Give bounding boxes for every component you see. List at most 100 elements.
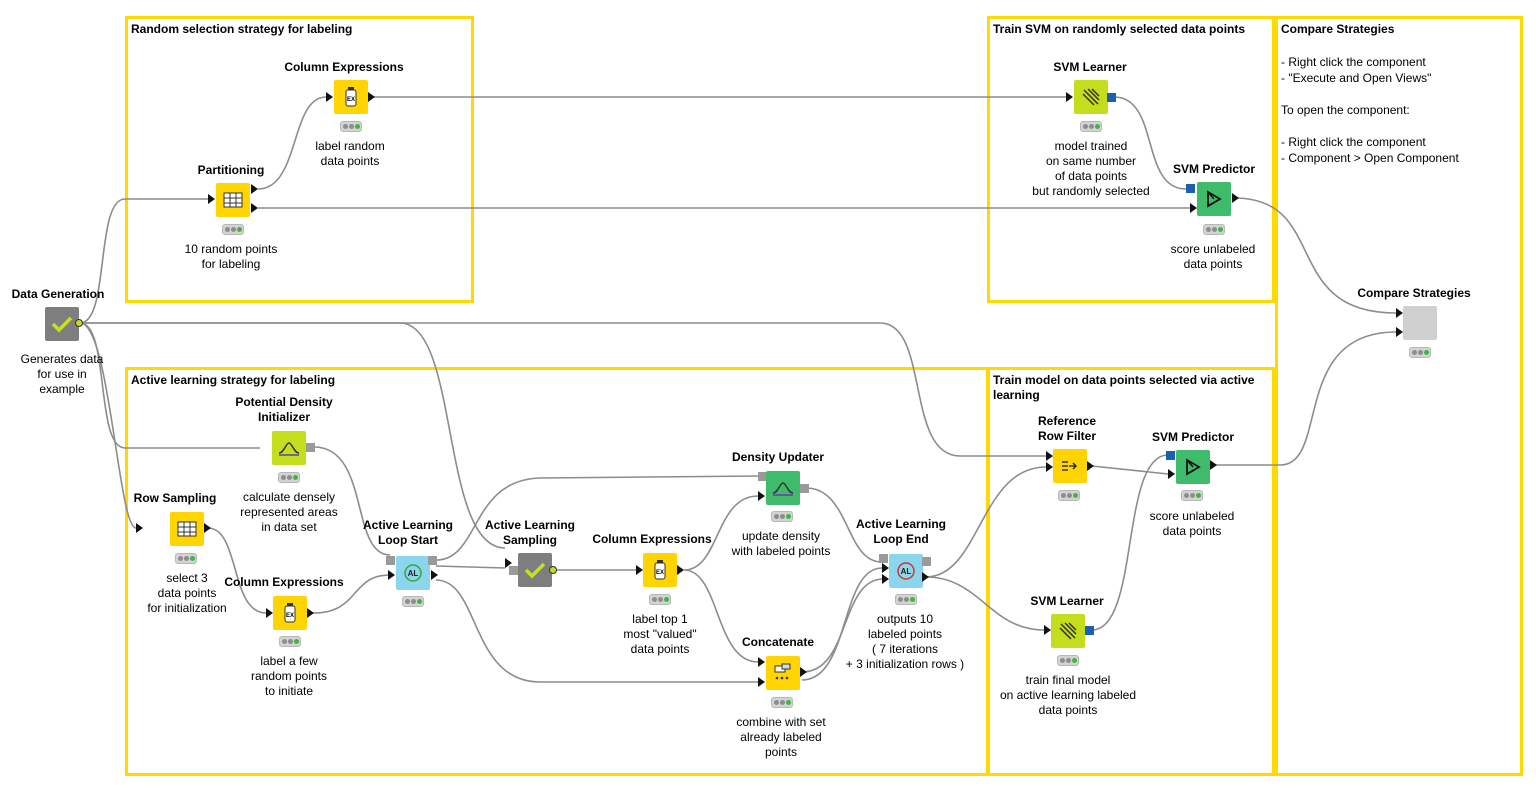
node-description: label a few random points to initiate bbox=[250, 654, 328, 698]
input-port[interactable] bbox=[1046, 451, 1053, 461]
predictor-arrow-icon bbox=[1197, 182, 1231, 216]
grid-table-icon bbox=[216, 183, 250, 217]
input-port[interactable] bbox=[326, 92, 333, 102]
connection bbox=[435, 475, 761, 561]
compare-strategies-component[interactable] bbox=[1403, 306, 1437, 340]
connection bbox=[805, 487, 883, 563]
status-indicator bbox=[1203, 224, 1225, 235]
status-indicator bbox=[222, 224, 244, 235]
model-input-port[interactable] bbox=[1186, 184, 1195, 193]
connection bbox=[1091, 465, 1169, 475]
input-port[interactable] bbox=[386, 556, 395, 565]
svm-learner-bottom-node[interactable] bbox=[1051, 614, 1085, 648]
status-indicator bbox=[340, 121, 362, 132]
reference-row-filter-node[interactable] bbox=[1053, 449, 1087, 483]
output-port[interactable] bbox=[307, 608, 314, 618]
svg-text:EX: EX bbox=[656, 570, 664, 576]
input-port[interactable] bbox=[509, 566, 518, 575]
input-port[interactable] bbox=[1046, 462, 1053, 472]
column-expressions-node[interactable]: EX bbox=[334, 80, 368, 114]
annotation-train-active[interactable]: Train model on data points selected via … bbox=[987, 367, 1275, 776]
output-port[interactable] bbox=[306, 443, 315, 452]
column-expressions-mid-node[interactable]: EX bbox=[643, 553, 677, 587]
output-port[interactable] bbox=[1087, 461, 1094, 471]
annotation-title: Train model on data points selected via … bbox=[993, 373, 1255, 402]
node-title: Column Expressions bbox=[592, 532, 712, 546]
output-port[interactable] bbox=[800, 484, 809, 493]
model-output-port[interactable] bbox=[1107, 93, 1116, 102]
potential-density-initializer-node[interactable] bbox=[272, 431, 306, 465]
status-indicator bbox=[649, 594, 671, 605]
input-port[interactable] bbox=[388, 570, 395, 580]
svm-predictor-bottom-node[interactable] bbox=[1176, 450, 1210, 484]
output-port[interactable] bbox=[75, 319, 83, 327]
input-port[interactable] bbox=[758, 491, 765, 501]
input-port[interactable] bbox=[879, 554, 888, 563]
svg-text:AL: AL bbox=[901, 567, 912, 576]
connection bbox=[80, 322, 506, 549]
input-port[interactable] bbox=[758, 657, 765, 667]
node-description: outputs 10 labeled points ( 7 iterations… bbox=[845, 612, 965, 671]
input-port[interactable] bbox=[1396, 308, 1403, 318]
row-sampling-node[interactable] bbox=[170, 512, 204, 546]
node-title: Row Sampling bbox=[133, 491, 217, 505]
output-port[interactable] bbox=[204, 523, 211, 533]
status-indicator bbox=[771, 511, 793, 522]
input-port[interactable] bbox=[266, 608, 273, 618]
node-title: Active Learning Sampling bbox=[484, 518, 576, 547]
output-port[interactable] bbox=[922, 572, 929, 582]
annotation-compare[interactable]: Compare Strategies - Right click the com… bbox=[1275, 16, 1523, 776]
connection bbox=[207, 527, 267, 614]
annotation-train-svm-random[interactable]: Train SVM on randomly selected data poin… bbox=[987, 16, 1275, 303]
input-port[interactable] bbox=[208, 194, 215, 204]
connection bbox=[1113, 96, 1187, 190]
active-learning-loop-start-node[interactable]: AL bbox=[396, 556, 430, 590]
concatenate-node[interactable] bbox=[766, 656, 800, 690]
model-input-port[interactable] bbox=[1166, 451, 1175, 460]
input-port[interactable] bbox=[1190, 203, 1197, 213]
active-learning-loop-end-node[interactable]: AL bbox=[889, 554, 923, 588]
output-port[interactable] bbox=[549, 566, 557, 574]
status-indicator bbox=[175, 553, 197, 564]
output-port[interactable] bbox=[368, 92, 375, 102]
svm-learner-node[interactable] bbox=[1074, 80, 1108, 114]
input-port[interactable] bbox=[758, 677, 765, 687]
input-port[interactable] bbox=[1066, 92, 1073, 102]
column-expressions-init-node[interactable]: EX bbox=[273, 596, 307, 630]
input-port[interactable] bbox=[882, 574, 889, 584]
model-output-port[interactable] bbox=[1085, 626, 1094, 635]
input-port[interactable] bbox=[636, 565, 643, 575]
node-title: Compare Strategies bbox=[1357, 286, 1471, 300]
output-port[interactable] bbox=[1210, 460, 1217, 470]
output-port[interactable] bbox=[428, 556, 437, 565]
status-indicator bbox=[1409, 347, 1431, 358]
output-port[interactable] bbox=[922, 557, 931, 566]
node-title: SVM Predictor bbox=[1172, 162, 1256, 176]
input-port[interactable] bbox=[758, 472, 767, 481]
node-description: label top 1 most "valued" data points bbox=[623, 612, 697, 656]
input-port[interactable] bbox=[1396, 327, 1403, 337]
output-port[interactable] bbox=[800, 667, 807, 677]
input-port[interactable] bbox=[882, 563, 889, 573]
active-learning-sampling-component[interactable] bbox=[518, 553, 552, 587]
output-port[interactable] bbox=[431, 570, 438, 580]
output-port[interactable] bbox=[251, 203, 258, 213]
checkmark-icon bbox=[45, 307, 79, 341]
input-port[interactable] bbox=[505, 558, 512, 568]
predictor-arrow-icon bbox=[1176, 450, 1210, 484]
density-updater-node[interactable] bbox=[766, 471, 800, 505]
data-generation-node[interactable] bbox=[45, 307, 79, 341]
input-port[interactable] bbox=[136, 523, 143, 533]
expression-bottle-icon: EX bbox=[334, 80, 368, 114]
input-port[interactable] bbox=[1044, 625, 1051, 635]
connection bbox=[1212, 331, 1397, 466]
output-port[interactable] bbox=[1232, 193, 1239, 203]
partitioning-node[interactable] bbox=[216, 183, 250, 217]
annotation-body: - Right click the component - "Execute a… bbox=[1281, 55, 1459, 165]
output-port[interactable] bbox=[677, 565, 684, 575]
svm-predictor-node[interactable] bbox=[1197, 182, 1231, 216]
annotation-random-strategy[interactable]: Random selection strategy for labeling bbox=[125, 16, 474, 303]
output-port[interactable] bbox=[251, 184, 258, 194]
input-port[interactable] bbox=[1168, 469, 1175, 479]
